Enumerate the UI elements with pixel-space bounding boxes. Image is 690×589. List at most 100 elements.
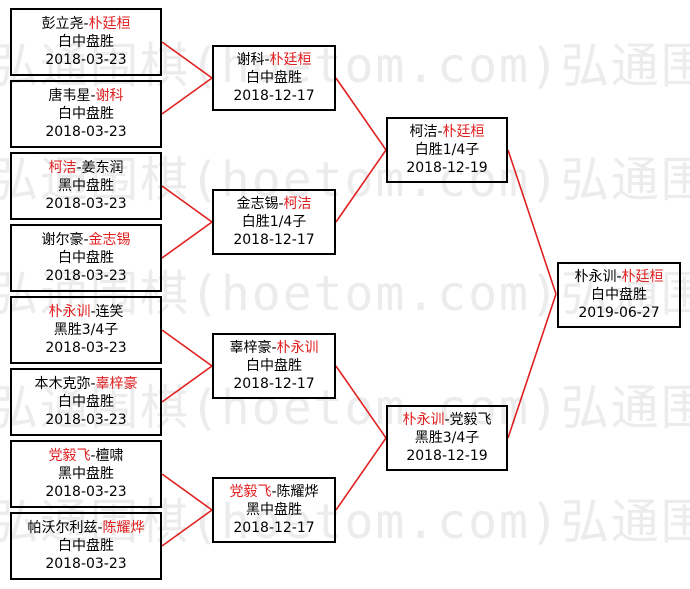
player-separator: - xyxy=(437,124,443,140)
match-result: 黑胜3/4子 xyxy=(53,322,119,338)
match-result: 白中盘胜 xyxy=(591,287,647,303)
player-name: 彭立尧 xyxy=(41,16,84,32)
match-date: 2018-03-23 xyxy=(45,196,127,212)
player-name: 姜东润 xyxy=(81,160,124,176)
player-name: 党毅飞 xyxy=(449,412,492,428)
match-box-round2-2: 金志锡-柯洁 白胜1/4子 2018-12-17 xyxy=(212,189,336,255)
match-box-round2-1: 谢科-朴廷桓 白中盘胜 2018-12-17 xyxy=(212,45,336,111)
watermark-text: 弘通围棋(hoetom.com)弘通围棋(hoetom.com) xyxy=(0,266,690,322)
player-separator: - xyxy=(83,232,89,248)
match-date: 2018-03-23 xyxy=(45,484,127,500)
match-date: 2018-12-17 xyxy=(233,232,315,248)
match-date: 2018-03-23 xyxy=(45,556,127,572)
player-separator: - xyxy=(264,52,270,68)
match-players: 朴永训-朴廷桓 xyxy=(574,268,663,286)
player-name: 谢科 xyxy=(236,52,265,68)
match-result: 白中盘胜 xyxy=(246,358,302,374)
match-date: 2018-12-17 xyxy=(233,520,315,536)
winner-name: 朴廷桓 xyxy=(442,124,485,140)
connector-line xyxy=(161,221,213,259)
connector-line xyxy=(161,365,213,403)
match-box-round2-3: 辜梓豪-朴永训 白中盘胜 2018-12-17 xyxy=(212,333,336,399)
match-players: 谢尔豪-金志锡 xyxy=(41,231,130,249)
match-box-round1-6: 本木克弥-辜梓豪 白中盘胜 2018-03-23 xyxy=(10,368,162,436)
winner-name: 朴廷桓 xyxy=(269,52,312,68)
match-result: 黑中盘胜 xyxy=(58,178,114,194)
watermark-text: 弘通围棋(hoetom.com)弘通围棋(hoetom.com) xyxy=(0,380,690,436)
player-separator: - xyxy=(83,16,89,32)
winner-name: 柯洁 xyxy=(283,196,312,212)
match-date: 2019-06-27 xyxy=(578,305,660,321)
connector-line xyxy=(507,149,557,295)
winner-name: 党毅飞 xyxy=(48,448,91,464)
connector-line xyxy=(335,77,387,151)
player-separator: - xyxy=(76,160,82,176)
player-separator: - xyxy=(271,340,277,356)
player-name: 连笑 xyxy=(95,304,124,320)
match-box-round1-3: 柯洁-姜东润 黑中盘胜 2018-03-23 xyxy=(10,152,162,220)
winner-name: 党毅飞 xyxy=(229,484,272,500)
winner-name: 陈耀烨 xyxy=(102,520,145,536)
match-result: 白中盘胜 xyxy=(58,250,114,266)
player-separator: - xyxy=(90,376,96,392)
match-date: 2018-12-19 xyxy=(406,448,488,464)
winner-name: 柯洁 xyxy=(48,160,77,176)
connector-line xyxy=(161,41,213,79)
player-separator: - xyxy=(97,520,103,536)
match-result: 黑中盘胜 xyxy=(58,466,114,482)
match-result: 白中盘胜 xyxy=(58,106,114,122)
player-separator: - xyxy=(90,304,96,320)
watermark-text: 弘通围棋(hoetom.com)弘通围棋(hoetom.com) xyxy=(0,152,690,208)
winner-name: 朴永训 xyxy=(276,340,319,356)
connector-line xyxy=(161,509,213,547)
match-players: 彭立尧-朴廷桓 xyxy=(41,15,130,33)
match-players: 唐韦星-谢科 xyxy=(48,87,123,105)
match-result: 白中盘胜 xyxy=(58,394,114,410)
match-date: 2018-12-17 xyxy=(233,88,315,104)
player-name: 陈耀烨 xyxy=(276,484,319,500)
match-date: 2018-12-17 xyxy=(233,376,315,392)
connector-line xyxy=(335,365,387,439)
connector-line xyxy=(161,185,213,223)
match-box-round1-5: 朴永训-连笑 黑胜3/4子 2018-03-23 xyxy=(10,296,162,364)
winner-name: 辜梓豪 xyxy=(95,376,138,392)
match-players: 金志锡-柯洁 xyxy=(236,195,311,213)
player-name: 檀啸 xyxy=(95,448,124,464)
connector-line xyxy=(507,293,557,439)
match-result: 白胜1/4子 xyxy=(414,142,480,158)
match-result: 黑胜3/4子 xyxy=(414,430,480,446)
match-players: 党毅飞-檀啸 xyxy=(48,447,123,465)
match-players: 辜梓豪-朴永训 xyxy=(229,339,318,357)
connector-line xyxy=(161,329,213,367)
match-result: 黑中盘胜 xyxy=(246,502,302,518)
match-result: 白中盘胜 xyxy=(58,538,114,554)
connector-line xyxy=(335,149,387,223)
connector-line xyxy=(161,77,213,115)
match-date: 2018-03-23 xyxy=(45,412,127,428)
match-box-round2-4: 党毅飞-陈耀烨 黑中盘胜 2018-12-17 xyxy=(212,477,336,543)
match-players: 柯洁-姜东润 xyxy=(48,159,123,177)
player-separator: - xyxy=(90,88,96,104)
winner-name: 谢科 xyxy=(95,88,124,104)
player-name: 本木克弥 xyxy=(34,376,91,392)
match-players: 帕沃尔利兹-陈耀烨 xyxy=(27,519,144,537)
match-box-final: 朴永训-朴廷桓 白中盘胜 2019-06-27 xyxy=(557,262,681,328)
match-date: 2018-03-23 xyxy=(45,340,127,356)
player-name: 柯洁 xyxy=(409,124,438,140)
match-players: 谢科-朴廷桓 xyxy=(236,51,311,69)
match-result: 白胜1/4子 xyxy=(241,214,307,230)
match-box-round1-1: 彭立尧-朴廷桓 白中盘胜 2018-03-23 xyxy=(10,8,162,76)
winner-name: 金志锡 xyxy=(88,232,131,248)
winner-name: 朴廷桓 xyxy=(88,16,131,32)
player-separator: - xyxy=(616,269,622,285)
match-date: 2018-12-19 xyxy=(406,160,488,176)
match-players: 朴永训-党毅飞 xyxy=(402,411,491,429)
player-separator: - xyxy=(271,484,277,500)
winner-name: 朴廷桓 xyxy=(621,269,664,285)
player-name: 唐韦星 xyxy=(48,88,91,104)
match-result: 白中盘胜 xyxy=(58,34,114,50)
player-separator: - xyxy=(444,412,450,428)
match-box-round3-2: 朴永训-党毅飞 黑胜3/4子 2018-12-19 xyxy=(386,405,508,471)
match-players: 柯洁-朴廷桓 xyxy=(409,123,484,141)
